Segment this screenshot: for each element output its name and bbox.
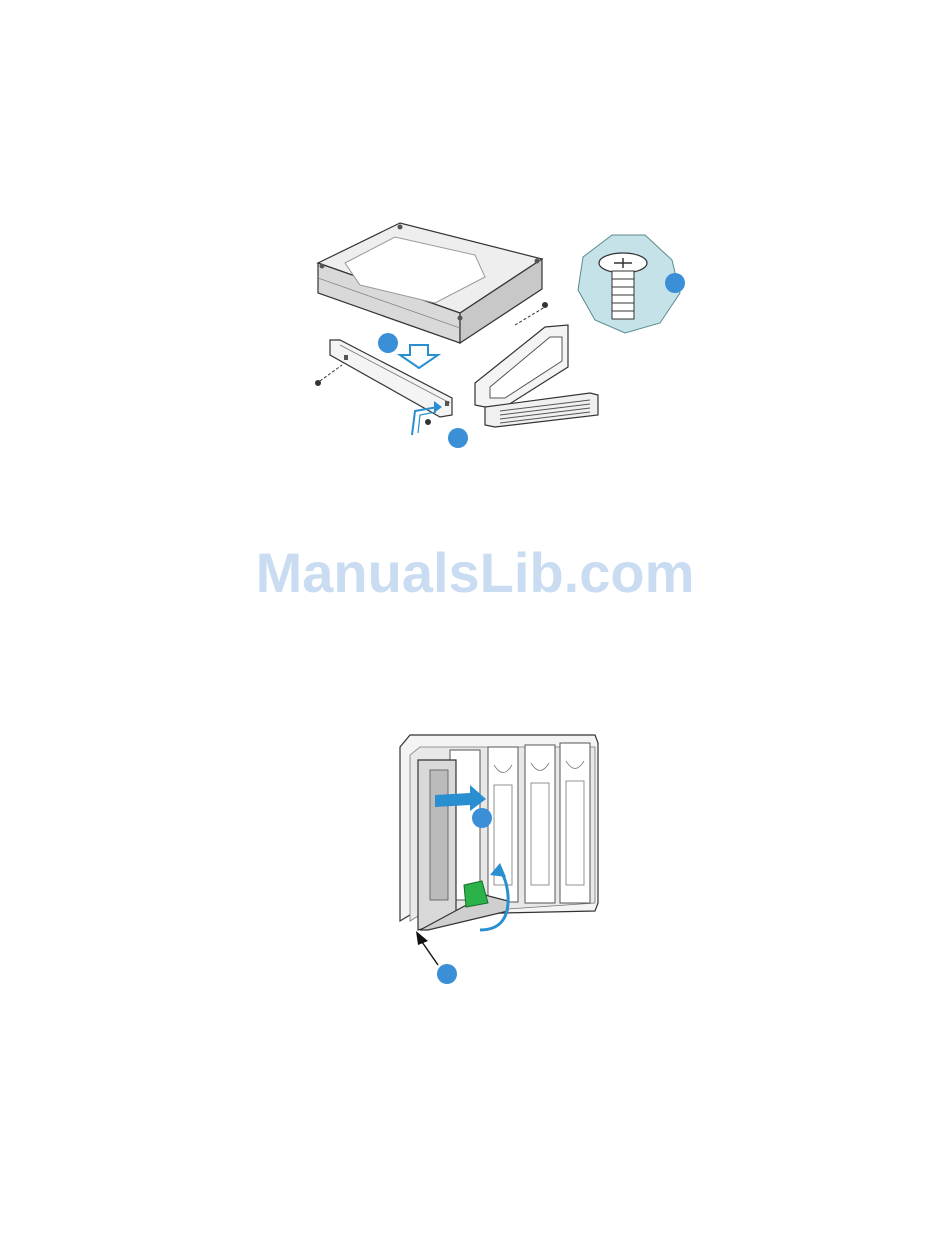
- callout-marker-b: [665, 273, 685, 293]
- callout-marker-e: [437, 964, 457, 984]
- pointer-arrow-icon: [416, 931, 438, 965]
- callout-marker-d: [472, 808, 492, 828]
- callout-marker-a: [378, 333, 398, 353]
- watermark-text: ManualsLib.com: [0, 540, 950, 605]
- callout-marker-c: [448, 428, 468, 448]
- hard-drive-icon: [318, 223, 542, 343]
- drive-bay-icon: [400, 735, 598, 930]
- drive-bay-figure: [390, 725, 610, 990]
- screw-detail-icon: [578, 235, 680, 333]
- hard-drive-carrier-figure: [300, 215, 700, 455]
- down-arrow-icon: [400, 345, 438, 368]
